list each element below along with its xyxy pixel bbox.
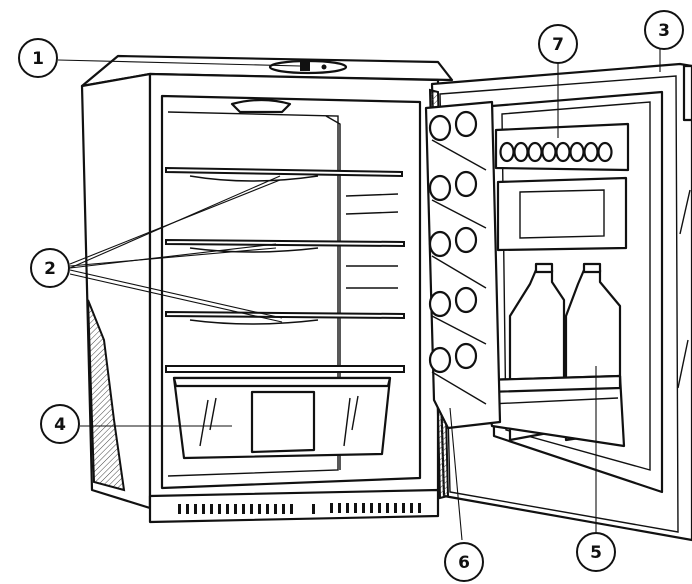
callout-5-label: 5	[590, 543, 602, 563]
drawer-handle	[252, 392, 314, 452]
callout-6: 6	[445, 543, 483, 581]
callout-4: 4	[41, 405, 79, 443]
dairy-compartment	[498, 178, 626, 250]
callout-2-label: 2	[44, 259, 56, 279]
thermostat-control	[270, 61, 346, 73]
interior-light	[232, 100, 290, 112]
fridge-interior	[162, 96, 420, 488]
can-dispenser	[426, 102, 500, 428]
callout-3: 3	[645, 11, 683, 49]
callout-3-label: 3	[658, 21, 670, 41]
fridge-door	[426, 64, 692, 540]
callout-1-label: 1	[32, 49, 44, 69]
glass-shelf	[166, 366, 404, 372]
callout-1: 1	[19, 39, 57, 77]
callout-7-label: 7	[552, 35, 564, 55]
door-handle	[684, 66, 692, 120]
callout-4-label: 4	[54, 415, 66, 435]
callout-7: 7	[539, 25, 577, 63]
egg-tray	[496, 124, 628, 170]
callout-6-label: 6	[458, 553, 470, 573]
crisper-drawer	[174, 378, 390, 458]
callout-2: 2	[31, 249, 69, 287]
callout-5: 5	[577, 533, 615, 571]
